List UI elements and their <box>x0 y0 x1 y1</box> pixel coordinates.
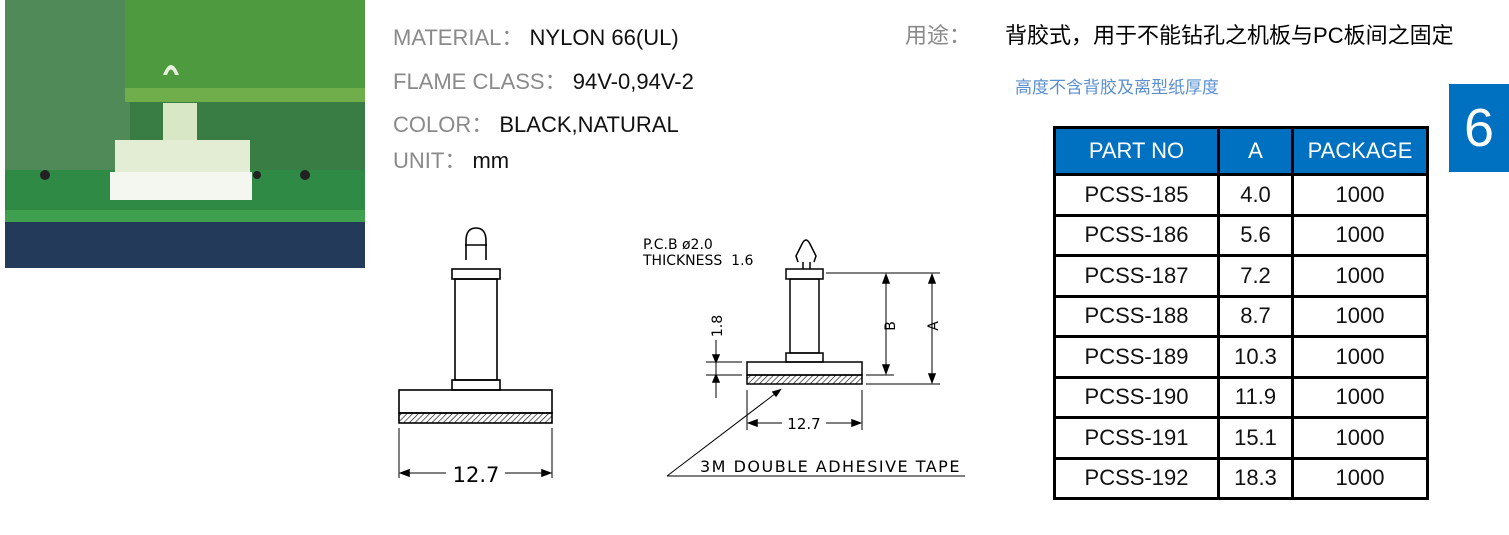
cell-a-value: 4.0 <box>1217 173 1294 217</box>
cell-package: 1000 <box>1291 416 1429 460</box>
spec-value: NYLON 66(UL) <box>529 25 679 50</box>
dim-base-thickness: 1.8 <box>710 315 726 337</box>
cell-part-no: PCSS-185 <box>1053 173 1220 217</box>
spec-unit: UNIT： mm <box>393 143 509 175</box>
usage-label: 用途： <box>905 23 972 48</box>
cell-part-no: PCSS-190 <box>1053 375 1220 419</box>
cell-package: 1000 <box>1291 375 1429 419</box>
spec-label: UNIT： <box>393 148 467 173</box>
front-width-dim: 12.7 <box>453 463 500 487</box>
header-a: A <box>1217 126 1294 176</box>
product-photo-illustration <box>5 0 365 268</box>
cell-part-no: PCSS-192 <box>1053 456 1220 500</box>
pcb-hole-label: P.C.B ø2.0 <box>643 237 713 253</box>
spec-value: BLACK,NATURAL <box>499 112 679 137</box>
cell-package: 1000 <box>1291 294 1429 338</box>
tape-label: 3M DOUBLE ADHESIVE TAPE <box>700 457 961 476</box>
cell-a-value: 10.3 <box>1217 335 1294 379</box>
pcb-thickness-label: THICKNESS 1.6 <box>642 253 754 269</box>
spec-label: COLOR： <box>393 112 494 137</box>
cell-part-no: PCSS-191 <box>1053 416 1220 460</box>
cell-a-value: 11.9 <box>1217 375 1294 419</box>
cell-a-value: 8.7 <box>1217 294 1294 338</box>
spec-flame-class: FLAME CLASS： 94V-0,94V-2 <box>393 64 694 96</box>
spec-value: mm <box>472 148 510 173</box>
cell-package: 1000 <box>1291 335 1429 379</box>
side-view <box>666 239 965 477</box>
dim-b-label: B <box>883 321 899 331</box>
section-tab: 6 <box>1449 84 1509 172</box>
spec-material: MATERIAL： NYLON 66(UL) <box>393 20 679 52</box>
table-header-row: PART NO A PACKAGE <box>1053 126 1429 176</box>
cell-a-value: 5.6 <box>1217 213 1294 257</box>
cell-package: 1000 <box>1291 213 1429 257</box>
product-photo <box>5 0 365 268</box>
spec-label: MATERIAL： <box>393 25 524 50</box>
cell-package: 1000 <box>1291 173 1429 217</box>
cell-package: 1000 <box>1291 456 1429 500</box>
height-note: 高度不含背胶及离型纸厚度 <box>1015 78 1219 98</box>
cell-a-value: 18.3 <box>1217 456 1294 500</box>
cell-part-no: PCSS-188 <box>1053 294 1220 338</box>
cell-part-no: PCSS-186 <box>1053 213 1220 257</box>
usage: 用途： 背胶式，用于不能钻孔之机板与PC板间之固定 <box>905 18 1454 50</box>
header-package: PACKAGE <box>1291 126 1429 176</box>
front-view <box>398 227 553 478</box>
usage-value: 背胶式，用于不能钻孔之机板与PC板间之固定 <box>1005 23 1454 48</box>
cell-part-no: PCSS-189 <box>1053 335 1220 379</box>
technical-drawing: 12.7 P.C.B ø2.0 THICKNESS 1.6 B A <box>398 227 965 487</box>
spec-label: FLAME CLASS： <box>393 69 567 94</box>
cell-a-value: 15.1 <box>1217 416 1294 460</box>
header-part-no: PART NO <box>1053 126 1220 176</box>
spec-value: 94V-0,94V-2 <box>572 69 694 94</box>
side-width-dim: 12.7 <box>787 415 820 433</box>
cell-part-no: PCSS-187 <box>1053 254 1220 298</box>
cell-package: 1000 <box>1291 254 1429 298</box>
cell-a-value: 7.2 <box>1217 254 1294 298</box>
spec-color: COLOR： BLACK,NATURAL <box>393 107 679 139</box>
dim-a-label: A <box>926 321 942 331</box>
